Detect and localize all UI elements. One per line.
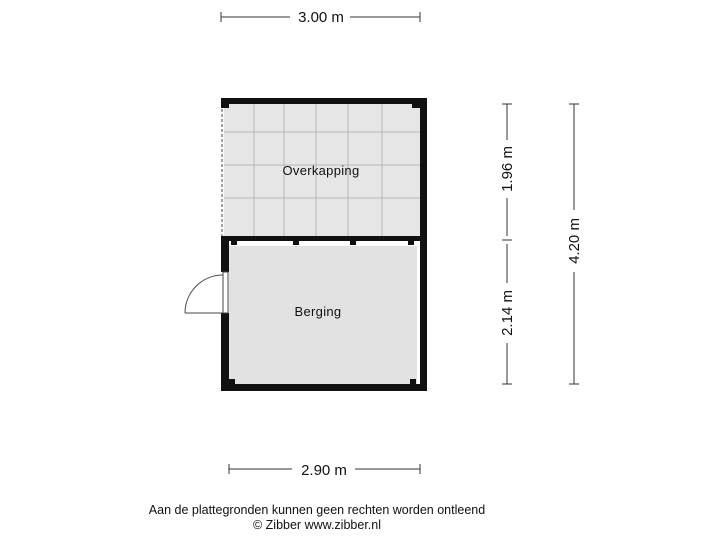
dimension-bottom-width: 2.90 m <box>228 462 421 479</box>
room-label-overkapping: Overkapping <box>282 163 359 178</box>
disclaimer-text: Aan de plattegronden kunnen geen rechten… <box>148 503 486 517</box>
room-label-berging: Berging <box>295 304 342 319</box>
dimension-right-upper: 1.96 m <box>499 103 516 241</box>
room-berging: Berging <box>229 246 417 384</box>
dimension-right-lower: 2.14 m <box>499 244 516 385</box>
walls <box>221 98 427 391</box>
dimension-label-right-total: 4.20 m <box>566 218 583 264</box>
room-overkapping: Overkapping <box>221 104 420 236</box>
dimension-label-right-upper: 1.96 m <box>499 146 516 192</box>
dimension-label-bottom: 2.90 m <box>301 462 347 479</box>
dimension-right-total: 4.20 m <box>566 103 583 385</box>
door <box>184 271 229 314</box>
dimension-top-width: 3.00 m <box>220 9 421 26</box>
copyright-text: © Zibber www.zibber.nl <box>252 518 381 532</box>
dimension-label-right-lower: 2.14 m <box>499 290 516 336</box>
dimension-label-top: 3.00 m <box>298 9 344 26</box>
